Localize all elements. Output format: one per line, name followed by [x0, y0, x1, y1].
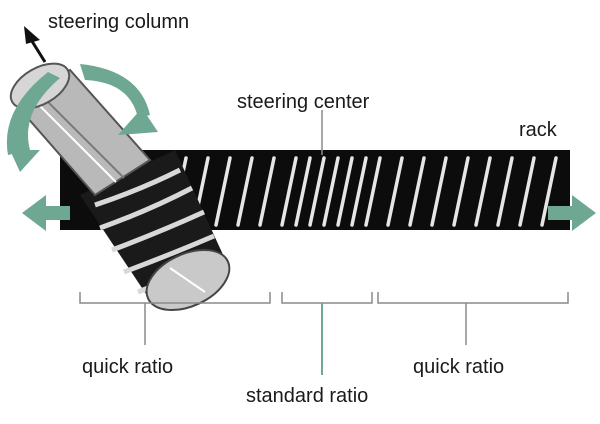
rack-tooth [540, 156, 558, 227]
rack-tooth [280, 156, 298, 227]
rack-tooth [518, 156, 536, 227]
rack-tooth [496, 156, 514, 227]
quick-ratio-right-label: quick ratio [413, 356, 505, 378]
bracket-standard [281, 292, 373, 304]
quick-ratio-left-label: quick ratio [82, 356, 174, 378]
rack-tooth [350, 156, 368, 227]
rack-tooth [322, 156, 340, 227]
bracket-quick-right [377, 292, 569, 304]
rotation-arrow-icon [6, 64, 158, 172]
rack-tooth [336, 156, 354, 227]
bracket-quick-left [79, 292, 271, 304]
rack-tooth [408, 156, 426, 227]
arrow-up-left-icon [24, 26, 47, 63]
rack-tooth [294, 156, 312, 227]
rack-tooth [430, 156, 448, 227]
arrow-left-icon [22, 195, 70, 231]
rack-teeth [170, 156, 558, 227]
steering-column-label: steering column [48, 11, 190, 33]
pinion-gear [80, 150, 231, 312]
rack-tooth [258, 156, 276, 227]
ratio-brackets [79, 292, 569, 345]
rack-tooth [474, 156, 492, 227]
rack-tooth [452, 156, 470, 227]
rack-tooth [364, 156, 382, 227]
rack-tooth [214, 156, 232, 227]
rack-label: rack [519, 119, 557, 141]
rack-tooth [308, 156, 326, 227]
standard-ratio-label: standard ratio [246, 385, 369, 407]
arrow-right-icon [548, 195, 596, 231]
steering-center-label: steering center [237, 91, 370, 113]
rack-tooth [386, 156, 404, 227]
rack-tooth [236, 156, 254, 227]
